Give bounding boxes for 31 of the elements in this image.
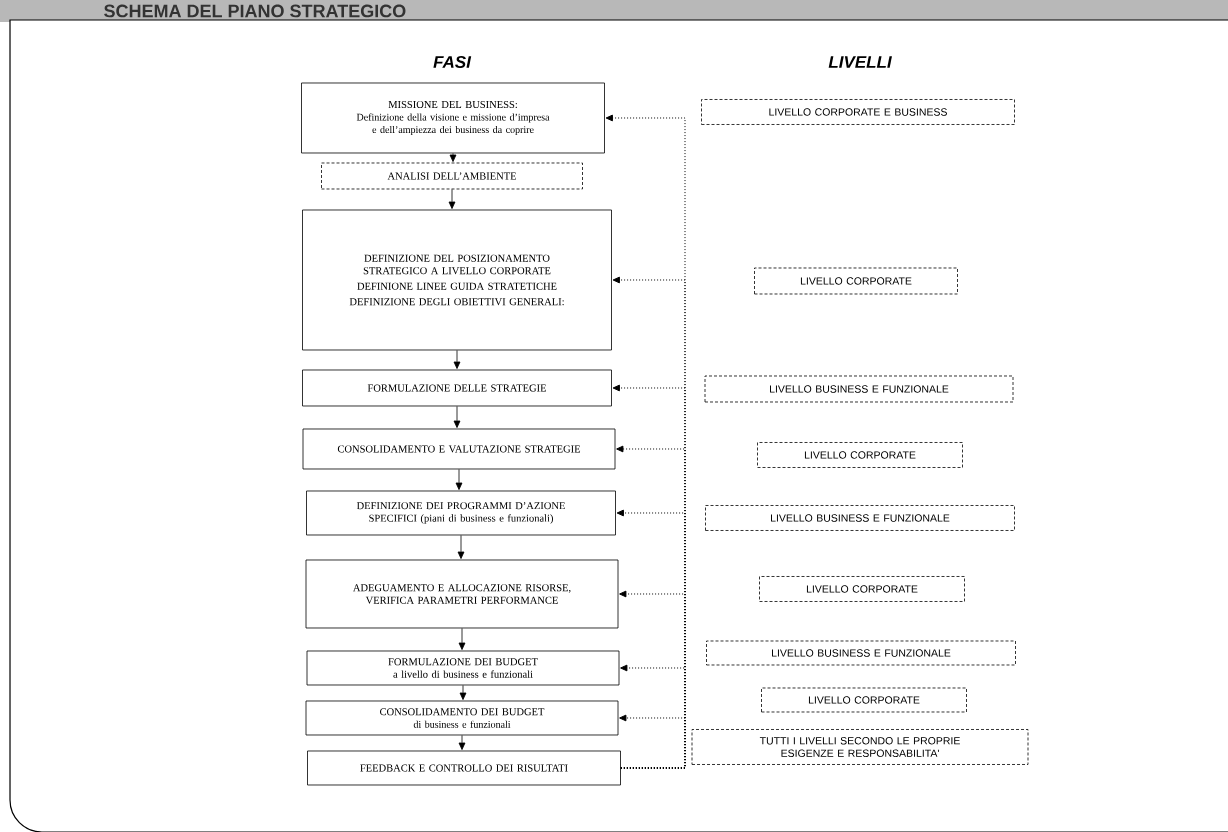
arrow — [458, 735, 466, 750]
phase-box: MISSIONE DEL BUSINESS: Definizione della visione e missione d’impresa e dell’ampiezza dei business da coprire — [301, 82, 605, 154]
level-box: LIVELLO CORPORATE — [757, 442, 963, 468]
title: SCHEMA DEL PIANO STRATEGICO — [104, 4, 406, 18]
arrow — [448, 189, 456, 209]
phase-box: CONSOLIDAMENTO E VALUTAZIONE STRATEGIE — [302, 428, 616, 470]
arrow — [458, 628, 466, 650]
phase-box: ANALISI DELL’AMBIENTE — [321, 162, 583, 190]
level-box: LIVELLO CORPORATE — [754, 267, 958, 295]
phase-box: DEFINIZIONE DEI PROGRAMMI D’AZIONE SPECIFICI (piani di business e funzionali) — [306, 490, 616, 536]
phase-box: CONSOLIDAMENTO DEI BUDGET di business e funzionali — [305, 700, 619, 736]
level-box: LIVELLO CORPORATE — [759, 576, 965, 602]
arrow — [453, 406, 461, 428]
arrow — [453, 350, 461, 369]
level-box: LIVELLO CORPORATE E BUSINESS — [701, 99, 1015, 125]
feedback-arrow — [619, 714, 686, 769]
column-heading: LIVELLI — [828, 56, 892, 68]
phase-box: FEEDBACK E CONTROLLO DEI RISULTATI — [307, 750, 621, 786]
phase-box: FORMULAZIONE DEI BUDGET a livello di business e funzionali — [306, 650, 620, 686]
level-box: LIVELLO CORPORATE — [761, 687, 967, 713]
level-box: LIVELLO BUSINESS E FUNZIONALE — [705, 505, 1015, 531]
phase-box: FORMULAZIONE DELLE STRATEGIE — [302, 369, 612, 407]
arrow — [457, 535, 465, 559]
phase-box: ADEGUAMENTO E ALLOCAZIONE RISORSE, VERIFICA PARAMETRI PERFORMANCE — [305, 559, 619, 629]
arrow — [459, 685, 467, 700]
level-box: LIVELLO BUSINESS E FUNZIONALE — [704, 375, 1014, 403]
phase-box: DEFINIZIONE DEL POSIZIONAMENTO STRATEGICO A LIVELLO CORPORATE DEFINIONE LINEE GUIDA STRATETICHE DEFINIZIONE DEGLI OBIETTIVI GENERALI: — [302, 209, 612, 351]
level-box: LIVELLO BUSINESS E FUNZIONALE — [706, 640, 1016, 666]
arrow — [455, 469, 463, 490]
level-box: TUTTI I LIVELLI SECONDO LE PROPRIE ESIGENZE E RESPONSABILITA' — [691, 729, 1029, 765]
arrow — [449, 153, 457, 162]
